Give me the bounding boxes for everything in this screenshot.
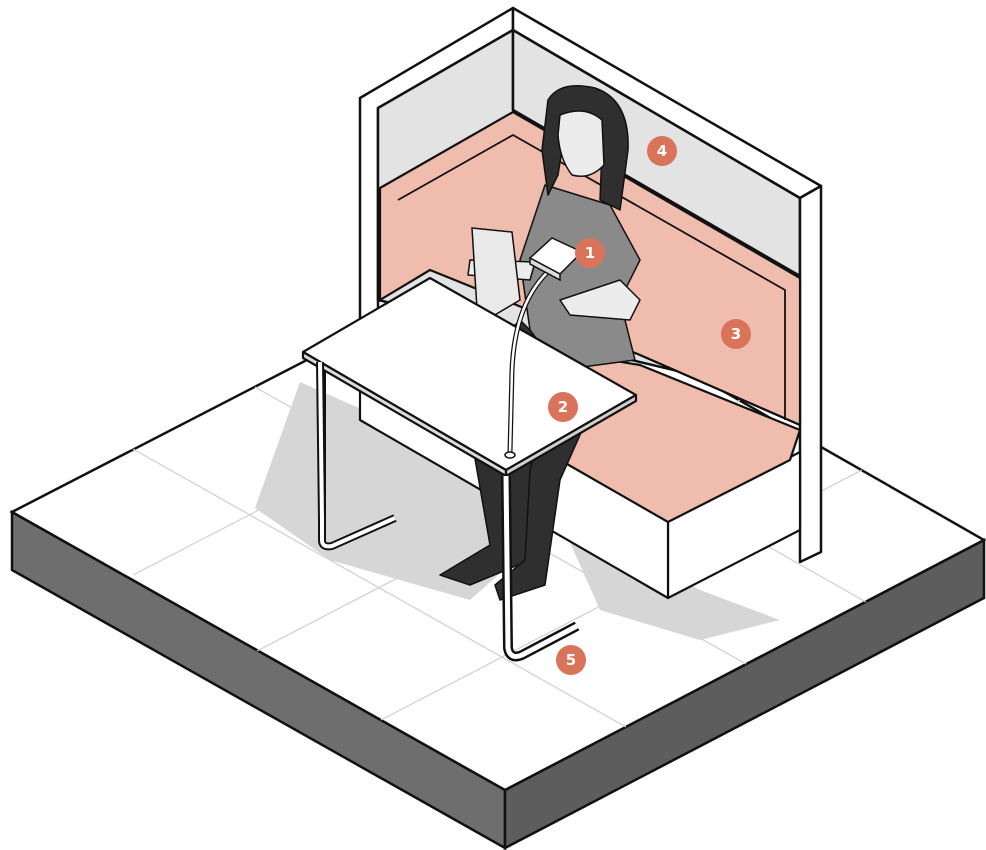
callout-number: 3 (731, 325, 741, 343)
callout-number: 5 (566, 651, 576, 669)
callout-badge-4: 4 (647, 136, 677, 166)
callout-badge-3: 3 (721, 319, 751, 349)
callout-number: 2 (558, 398, 568, 416)
callout-number: 1 (585, 244, 595, 262)
partition-end-face (800, 186, 821, 562)
callout-number: 4 (657, 142, 667, 160)
callout-badge-5: 5 (556, 645, 586, 675)
callout-badge-2: 2 (548, 392, 578, 422)
callout-badge-1: 1 (575, 238, 605, 268)
